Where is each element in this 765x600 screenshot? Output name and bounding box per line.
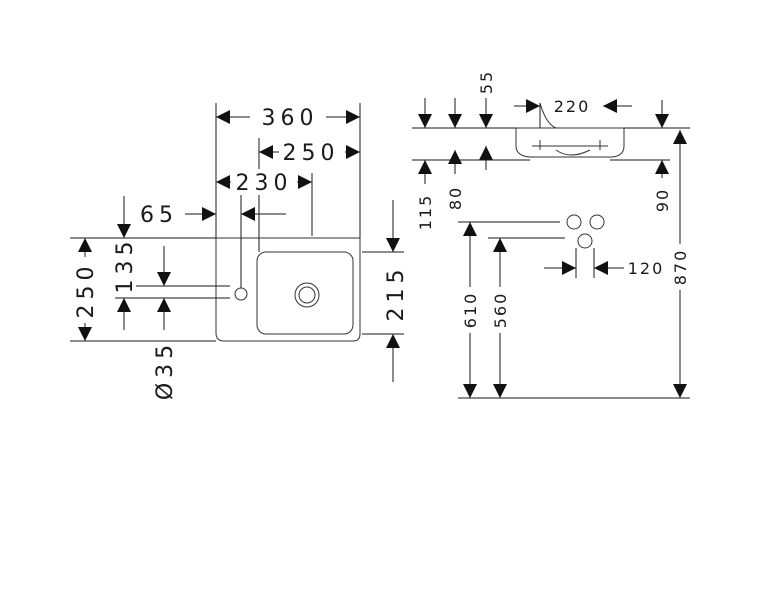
dim-tap-hole-label: Ø35	[153, 340, 178, 400]
dim-bowl-width-label: 250	[283, 141, 340, 166]
dim-tap-depth-label: 135	[113, 237, 138, 294]
dim-waste-width-label: 220	[554, 97, 591, 116]
dim-bowl-height-label: 80	[446, 186, 465, 210]
dim-tap-offset-label: 230	[236, 171, 293, 196]
dim-width-label: 360	[262, 106, 319, 131]
tap-hole-icon	[234, 287, 248, 301]
bowl-outline	[256, 251, 354, 335]
basin-profile-outline	[515, 127, 625, 158]
dim-rim-left-label: 65	[140, 203, 178, 228]
dim-supply-height-label: 560	[491, 292, 510, 329]
dim-top-rim-label: 55	[477, 70, 496, 94]
dim-bowl-depth-label: 215	[384, 265, 409, 322]
side-view: 220 55 115 80 90 870 610 560 120	[412, 70, 691, 399]
dim-waste-height-label: 610	[461, 292, 480, 329]
supply-hole-right-icon	[589, 214, 605, 230]
dim-supply-spacing-label: 120	[628, 259, 665, 278]
basin-outline	[215, 237, 361, 342]
drain-inner-icon	[298, 286, 316, 304]
dim-rim-height-label: 115	[416, 194, 435, 231]
dim-depth-label: 250	[74, 262, 99, 319]
dim-right-height-label: 90	[653, 188, 672, 212]
waste-outlet-icon	[577, 233, 593, 249]
top-view: 360 250 230 65 250 135 Ø35 215	[70, 103, 409, 400]
drain-icon	[294, 282, 320, 308]
supply-hole-left-icon	[566, 214, 582, 230]
dim-total-height-label: 870	[671, 249, 690, 286]
